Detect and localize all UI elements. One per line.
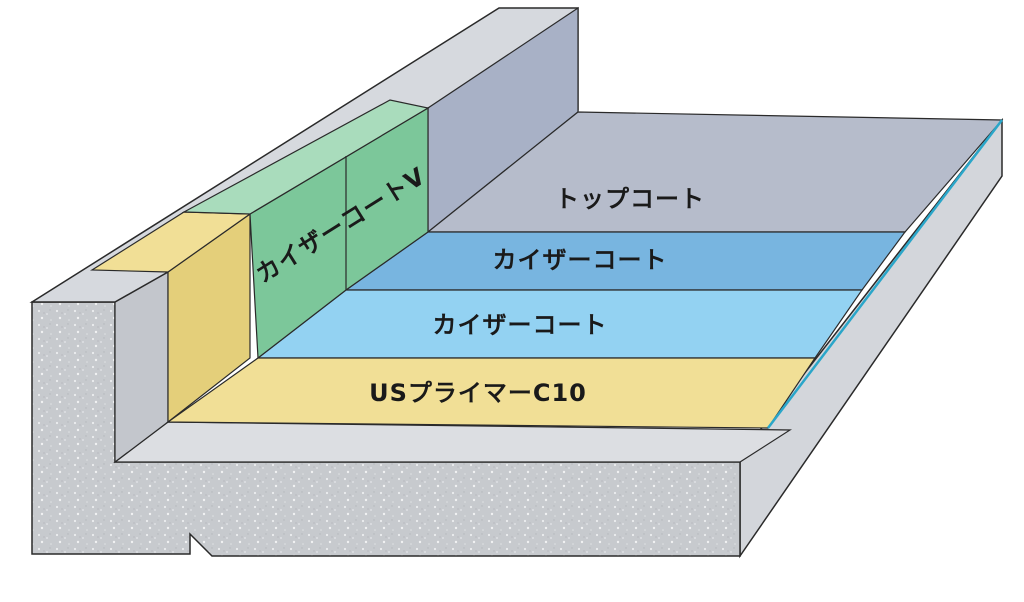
label-top-coat: トップコート bbox=[555, 185, 705, 213]
slab-top-surface bbox=[113, 421, 793, 463]
label-kaiser-coat-upper: カイザーコート bbox=[493, 246, 668, 274]
slab-edge-line bbox=[767, 119, 1003, 429]
wall-coat-green-top bbox=[181, 99, 430, 215]
label-kaiser-coat-lower: カイザーコート bbox=[433, 311, 608, 339]
label-primer: USプライマーC10 bbox=[369, 379, 587, 407]
